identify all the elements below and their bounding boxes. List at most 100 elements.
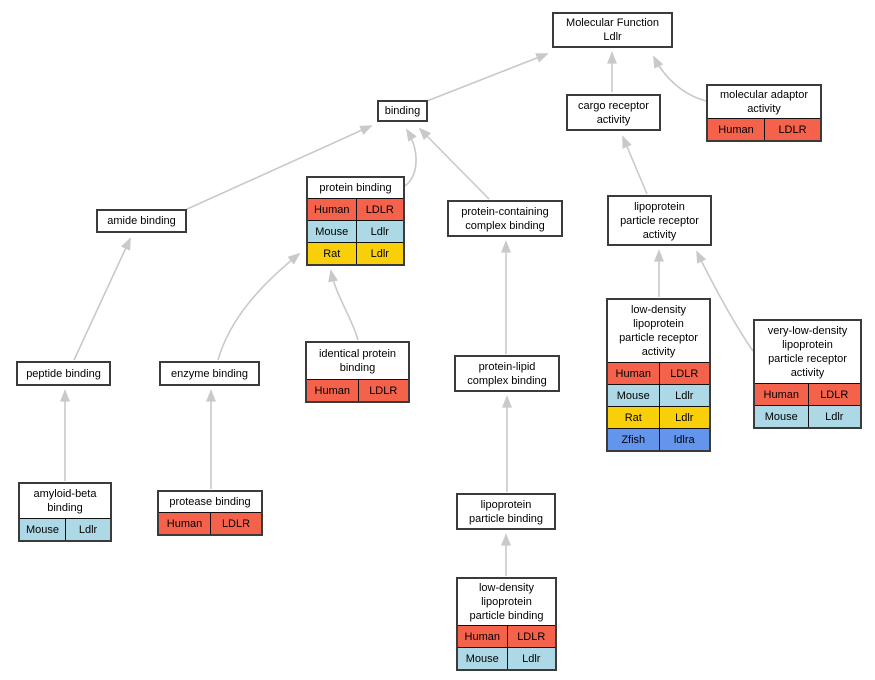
go-term-label-line: cargo receptor [578, 99, 649, 112]
go-term-label-line: activity [642, 228, 677, 241]
species-cell[interactable]: Human [718, 123, 754, 136]
annotation-row-mouse: Mouse Ldlr [608, 384, 709, 406]
go-term-node-binding[interactable]: binding [377, 100, 428, 122]
edge-peptide-binding-to-amide-binding [73, 237, 131, 361]
gene-cell[interactable]: Ldlr [65, 519, 110, 540]
go-term-label-line: protease binding [169, 496, 251, 508]
edge-molecular-adaptor-activity-to-molecular-function [653, 55, 707, 102]
species-cell[interactable]: Human [615, 367, 651, 380]
go-term-label: amide binding [98, 211, 185, 231]
go-term-label-line: binding [384, 105, 421, 117]
go-term-node-amide-binding[interactable]: amide binding [96, 209, 187, 233]
gene-cell[interactable]: Ldlr [506, 648, 556, 669]
annotation-row-human: Human LDLR [159, 512, 261, 534]
go-term-label-line: protein binding [319, 182, 392, 194]
go-term-label-line: particle receptor [768, 353, 847, 365]
gene-cell[interactable]: ldlra [658, 429, 710, 450]
go-term-label-line: protein-lipid [478, 360, 536, 373]
gene-cell[interactable]: LDLR [210, 513, 261, 534]
annotation-row-human: Human LDLR [307, 379, 408, 401]
annotation-row-rat: Rat Ldlr [308, 242, 403, 264]
go-term-label-line: complex binding [465, 219, 545, 232]
gene-cell[interactable]: LDLR [764, 119, 820, 140]
gene-cell[interactable]: Ldlr [658, 385, 710, 406]
species-cell[interactable]: Zfish [621, 433, 646, 446]
go-term-label-line: enzyme binding [170, 367, 249, 380]
edge-very-low-density-lipoprotein-particle-receptor-activity-to-lipoprotein-particle-receptor-activity [696, 250, 754, 352]
species-cell[interactable]: Mouse [465, 652, 499, 665]
go-term-label-line: lipoprotein [782, 339, 833, 351]
species-cell[interactable]: Human [464, 630, 500, 643]
go-term-node-very-low-density-lipoprotein-particle-receptor-activity[interactable]: very-low-density lipoprotein particle rece… [753, 319, 862, 429]
species-cell[interactable]: Human [314, 384, 350, 397]
annotation-row-human: Human LDLR [755, 383, 860, 405]
go-term-label: binding [379, 102, 426, 120]
go-term-label-line: low-density [478, 582, 535, 594]
gene-cell[interactable]: Ldlr [355, 221, 404, 242]
species-cell[interactable]: Human [314, 203, 350, 216]
go-term-label-line: very-low-density [767, 325, 848, 337]
edge-binding-to-molecular-function [426, 53, 549, 102]
annotation-row-mouse: Mouse Ldlr [20, 518, 110, 540]
species-cell[interactable]: Mouse [315, 225, 349, 238]
go-term-label-line: peptide binding [26, 367, 101, 380]
species-cell[interactable]: Mouse [25, 523, 60, 536]
go-term-label-line: Molecular Function [566, 17, 659, 29]
go-term-label-line: lipoprotein [480, 498, 532, 511]
go-term-node-peptide-binding[interactable]: peptide binding [16, 361, 111, 386]
go-term-label-line: identical protein [318, 348, 397, 360]
gene-cell[interactable]: Ldlr [658, 407, 710, 428]
go-term-label-line: binding [339, 362, 376, 374]
edge-protein-binding-to-binding [402, 128, 417, 188]
go-term-label-line: particle binding [469, 610, 544, 622]
go-term-label: peptide binding [18, 363, 109, 384]
species-cell[interactable]: Rat [323, 247, 341, 260]
species-cell[interactable]: Human [166, 517, 203, 530]
go-term-label-line: activity [596, 113, 631, 126]
go-term-label-line: activity [747, 103, 781, 115]
species-cell[interactable]: Mouse [616, 389, 650, 402]
go-term-label-line: particle receptor [619, 332, 698, 344]
gene-cell[interactable]: Ldlr [807, 406, 861, 427]
go-term-label-line: protein-containing [461, 205, 549, 218]
edge-lipoprotein-particle-receptor-activity-to-cargo-receptor-activity [622, 135, 648, 195]
edge-enzyme-binding-to-protein-binding [217, 252, 301, 361]
gene-cell[interactable]: LDLR [807, 384, 861, 405]
gene-cell[interactable]: LDLR [355, 199, 404, 220]
species-cell[interactable]: Human [763, 388, 799, 401]
gene-cell[interactable]: LDLR [357, 380, 409, 401]
edge-amide-binding-to-binding [184, 125, 373, 211]
gene-cell[interactable]: LDLR [506, 626, 556, 647]
species-cell[interactable]: Rat [624, 411, 642, 424]
gene-cell[interactable]: Ldlr [355, 243, 404, 264]
species-cell[interactable]: Mouse [764, 410, 798, 423]
gene-cell[interactable]: LDLR [658, 363, 710, 384]
go-term-label-line: low-density [630, 304, 687, 316]
go-term-label-line: Ldlr [603, 31, 622, 43]
annotation-row-rat: Rat Ldlr [608, 406, 709, 428]
go-term-node-enzyme-binding[interactable]: enzyme binding [159, 361, 260, 386]
